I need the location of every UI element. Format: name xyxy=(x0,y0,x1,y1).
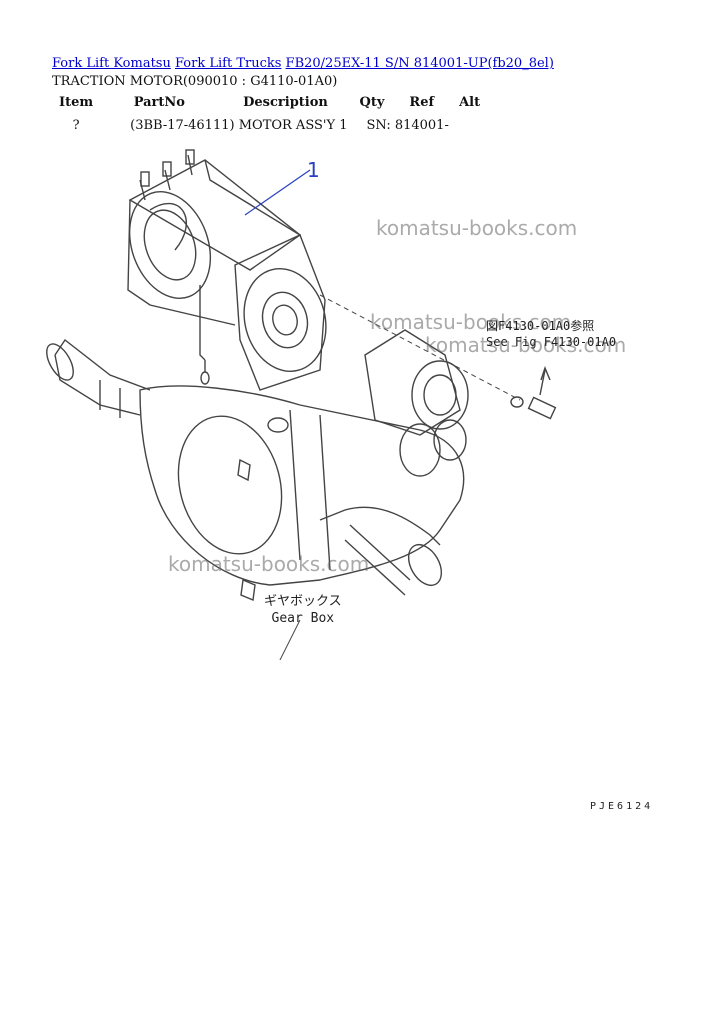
breadcrumb-link-fork-lift-trucks[interactable]: Fork Lift Trucks xyxy=(175,56,282,71)
cell-partno-description: (3BB-17-46111) MOTOR ASS'Y 1 xyxy=(100,116,352,135)
gear-box-label-en: Gear Box xyxy=(271,611,335,626)
column-header-partno: PartNo xyxy=(133,95,185,110)
gear-box-label: ギヤボックス Gear Box xyxy=(264,593,342,627)
cell-ref: SN: 814001- xyxy=(366,118,449,133)
reference-note-en: See Fig F4130-01A0 xyxy=(486,335,617,349)
traction-motor-drawing xyxy=(127,149,327,391)
column-header-alt: Alt xyxy=(459,95,481,110)
figure-code: PJE6124 xyxy=(590,801,654,812)
column-header-item: Item xyxy=(59,95,94,110)
center-line xyxy=(319,294,521,401)
reference-note: 図F4130-01A0参照 See Fig F4130-01A0 xyxy=(486,318,616,350)
callout-number: 1 xyxy=(307,158,320,182)
cell-item: ? xyxy=(72,118,80,133)
table-row: ? (3BB-17-46111) MOTOR ASS'Y 1 SN: 81400… xyxy=(52,116,487,135)
breadcrumb-link-fork-lift-komatsu[interactable]: Fork Lift Komatsu xyxy=(52,56,171,71)
table-header-row: Item PartNo Description Qty Ref Alt xyxy=(52,93,487,116)
bolt-and-washer-drawing xyxy=(510,366,557,420)
column-header-qty: Qty xyxy=(359,95,385,110)
exploded-parts-diagram xyxy=(46,149,557,660)
breadcrumb-link-model[interactable]: FB20/25EX-11 S/N 814001-UP(fb20_8el) xyxy=(285,56,554,71)
breadcrumb: Fork Lift Komatsu Fork Lift Trucks FB20/… xyxy=(52,56,554,71)
parts-table: Item PartNo Description Qty Ref Alt ? (3… xyxy=(52,93,487,135)
gear-box-label-jp: ギヤボックス xyxy=(264,594,342,609)
cell-partno: (3BB-17-46111) xyxy=(130,118,235,133)
column-header-ref: Ref xyxy=(409,95,435,110)
watermark: komatsu-books.com xyxy=(168,552,370,576)
cell-qty: 1 xyxy=(339,118,348,133)
watermark: komatsu-books.com xyxy=(425,333,627,357)
cell-description: MOTOR ASS'Y xyxy=(238,118,336,133)
column-header-description: Description xyxy=(243,95,328,110)
watermark: komatsu-books.com xyxy=(370,310,572,334)
watermark: komatsu-books.com xyxy=(376,216,578,240)
callout-leader xyxy=(244,169,311,216)
reference-note-jp: 図F4130-01A0参照 xyxy=(486,319,595,333)
page-title: TRACTION MOTOR(090010 : G4110-01A0) xyxy=(52,74,338,89)
gear-box-drawing xyxy=(46,338,467,660)
